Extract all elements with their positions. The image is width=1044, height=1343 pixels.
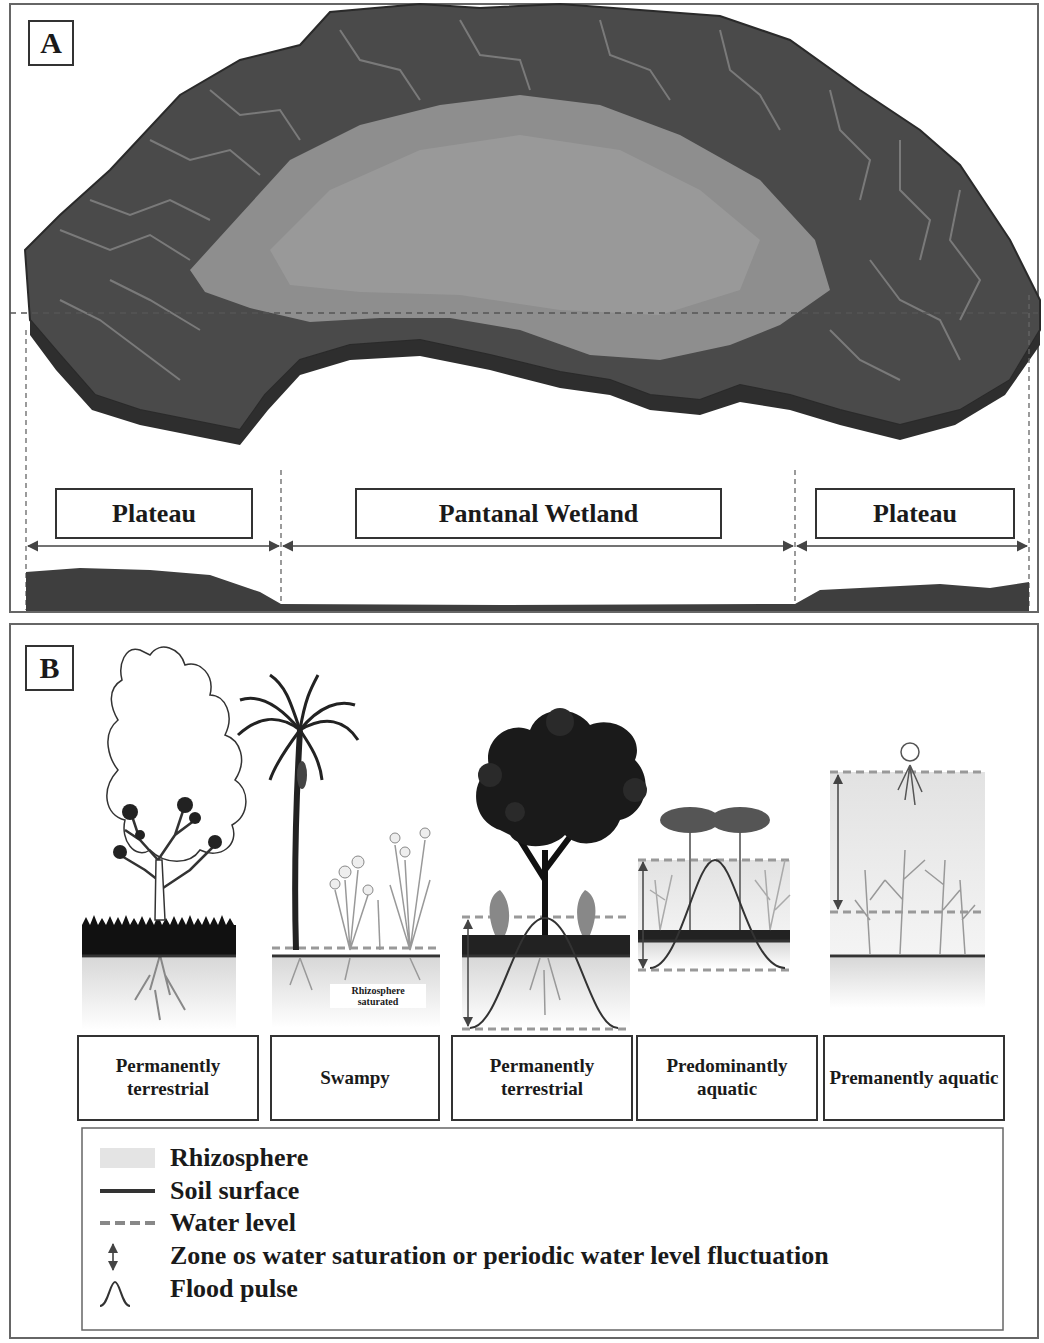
category-box: Predominantly aquatic [636, 1035, 818, 1121]
elevation-profile [26, 568, 1029, 611]
box-label: Permanently terrestrial [453, 1055, 631, 1101]
region-box: Pantanal Wetland [355, 488, 722, 539]
divider-line [26, 295, 1029, 610]
category-box: Premanently aquatic [823, 1035, 1005, 1121]
legend-swatch [100, 1148, 155, 1168]
terrestrial-tree [82, 647, 246, 1030]
box-label: B [39, 650, 59, 686]
region-box: Plateau [55, 488, 253, 539]
legend-text: Soil surface [170, 1176, 995, 1206]
legend-text: Flood pulse [170, 1274, 995, 1304]
terrain-map [10, 4, 1040, 445]
water-line-sample [100, 1221, 155, 1225]
legend-text: Water level [170, 1208, 995, 1238]
category-box: Permanently terrestrial [451, 1035, 633, 1121]
aquatic-vegetation [638, 807, 790, 970]
panel-letter: A [28, 20, 74, 66]
box-label: Pantanal Wetland [439, 498, 639, 529]
panel-frame [10, 624, 1038, 1338]
box-label: Predominantly aquatic [638, 1055, 816, 1101]
swampy-vegetation [238, 675, 440, 1028]
inset-label: Rhizosphere saturated [330, 984, 426, 1008]
box-label: Permanently terrestrial [79, 1055, 257, 1101]
flood-pulse-sample [100, 1282, 130, 1306]
box-label: A [40, 25, 62, 61]
box-label: Plateau [112, 498, 196, 529]
box-label: Swampy [320, 1067, 390, 1090]
submerged-vegetation [830, 743, 985, 1008]
legend-text: Zone os water saturation or periodic wat… [170, 1241, 995, 1271]
flooded-forest [462, 708, 647, 1029]
box-label: Premanently aquatic [829, 1067, 998, 1090]
category-box: Swampy [270, 1035, 440, 1121]
region-box: Plateau [815, 488, 1015, 539]
extent-arrow [28, 545, 1027, 547]
panel-letter: B [25, 645, 74, 691]
category-box: Permanently terrestrial [77, 1035, 259, 1121]
legend-text: Rhizosphere [170, 1143, 995, 1173]
box-label: Plateau [873, 498, 957, 529]
legend-frame [82, 1128, 1003, 1330]
fluctuation-arrow-sample [112, 1244, 114, 1270]
soil-line-sample [100, 1189, 155, 1193]
